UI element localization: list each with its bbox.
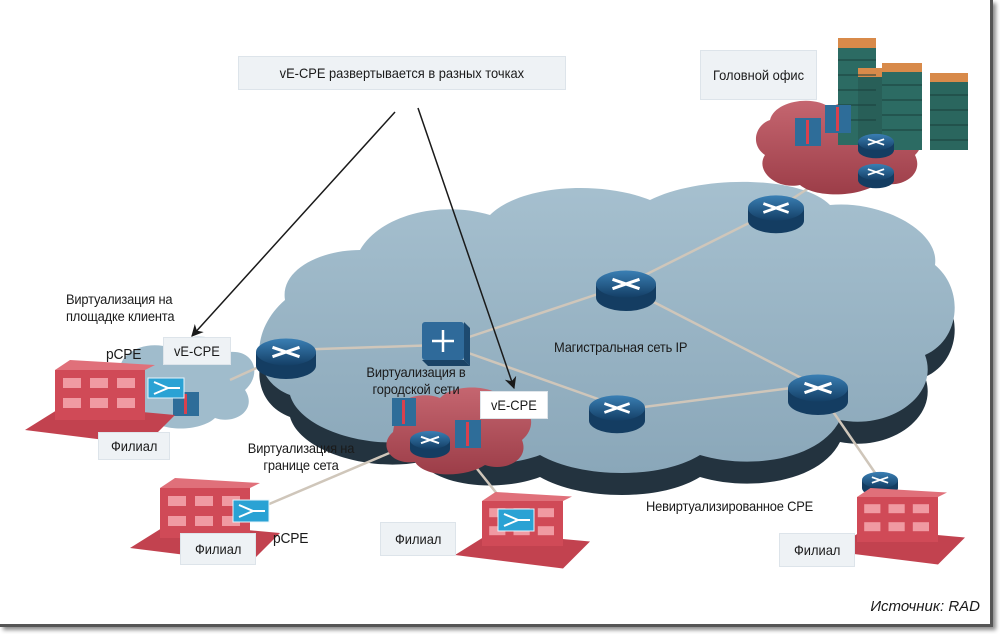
arrow-icon bbox=[191, 111, 396, 337]
edge-branch2-label: Филиал bbox=[380, 522, 456, 556]
link bbox=[459, 348, 616, 407]
firewall-icon bbox=[795, 118, 821, 146]
non-virtual-branch-label: Филиал bbox=[779, 533, 855, 567]
non-virtual-label: Невиртуализированное CPE bbox=[646, 498, 814, 514]
customer-site-vecpe-label: vE-CPE bbox=[163, 337, 231, 365]
head-office-towers bbox=[838, 38, 968, 150]
edge-branch-label: Филиал bbox=[180, 533, 256, 565]
firewall-icon bbox=[392, 398, 416, 426]
router-icon bbox=[858, 133, 894, 159]
link bbox=[823, 399, 882, 481]
metro-heading: Виртуализация в городской сети bbox=[366, 364, 466, 397]
router-icon bbox=[788, 374, 848, 415]
edge-heading: Виртуализация на границе сета bbox=[247, 440, 355, 473]
building-icon bbox=[455, 492, 590, 569]
customer-site-branch-label: Филиал bbox=[98, 432, 170, 460]
customer-site-heading: Виртуализация на площадке клиента bbox=[66, 291, 175, 324]
customer-site-pcpe-label: pCPE bbox=[106, 346, 142, 363]
edge-pcpe-label: pCPE bbox=[273, 530, 309, 547]
title-box: vE-CPE развертывается в разных точках bbox=[238, 56, 566, 90]
routers bbox=[256, 133, 898, 497]
backbone-label: Магистральная сеть IP bbox=[554, 339, 688, 355]
source-credit: Источник: RAD bbox=[870, 598, 980, 615]
arrow-icon bbox=[417, 107, 517, 390]
deployment-arrows bbox=[191, 107, 517, 390]
firewall-icon bbox=[825, 105, 851, 133]
metro-vecpe-label: vE-CPE bbox=[480, 391, 548, 419]
router-icon bbox=[748, 195, 804, 234]
pcpe-device-icon bbox=[497, 508, 535, 532]
link bbox=[639, 293, 816, 387]
switch-icon bbox=[422, 322, 470, 366]
router-icon bbox=[858, 163, 894, 189]
pcpe-devices bbox=[147, 377, 535, 532]
pcpe-device-icon bbox=[147, 377, 185, 399]
head-office-label: Головной офис bbox=[700, 50, 817, 100]
router-icon bbox=[596, 270, 656, 311]
building-icon bbox=[25, 360, 175, 445]
router-icon bbox=[589, 395, 645, 434]
pcpe-device-icon bbox=[232, 499, 270, 523]
building-icon bbox=[830, 488, 965, 565]
router-icon bbox=[410, 431, 450, 458]
office-tower-icon bbox=[930, 80, 968, 150]
router-icon bbox=[256, 338, 316, 379]
firewall-icon bbox=[455, 420, 481, 448]
link bbox=[619, 383, 816, 412]
